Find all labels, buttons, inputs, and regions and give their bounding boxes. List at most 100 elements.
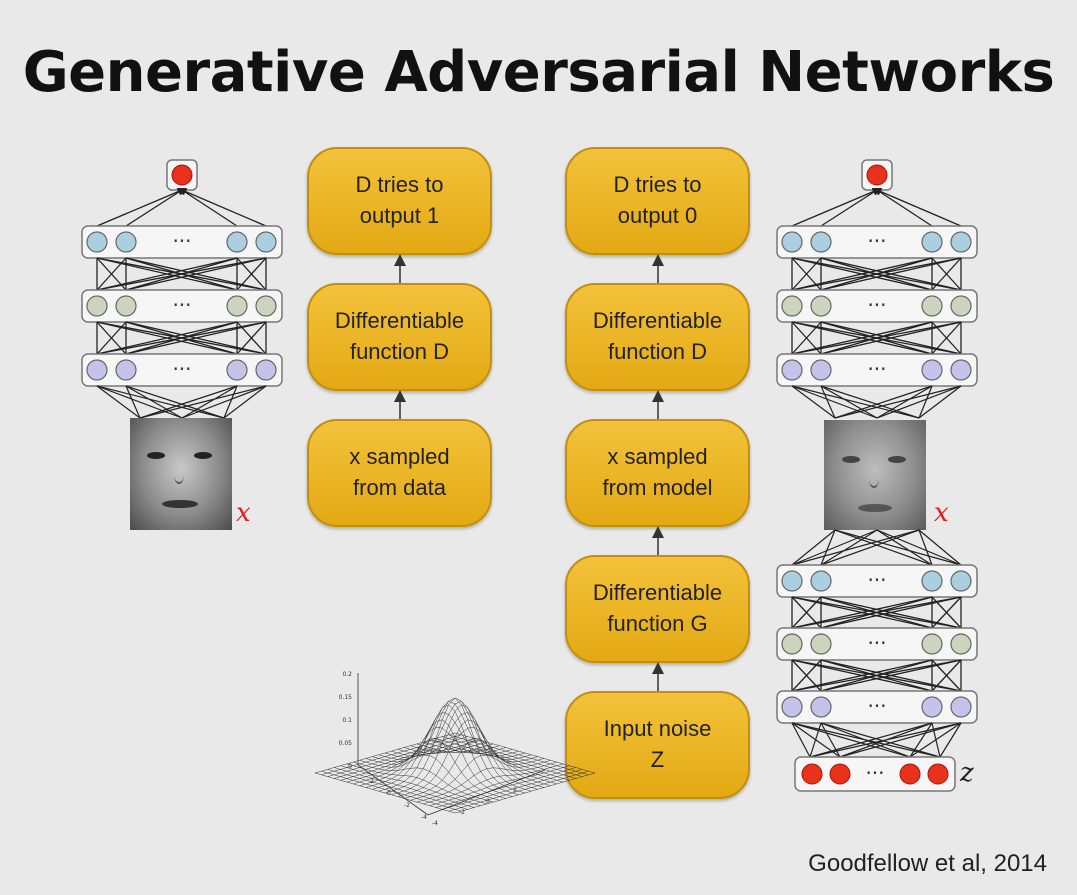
input-connections [791, 385, 962, 419]
layer-node [226, 359, 248, 381]
layer-node [115, 231, 137, 253]
box-differentiable-function-d-right: Differentiable function D [565, 283, 750, 391]
box-d-output-1: D tries to output 1 [307, 147, 492, 255]
layer-ellipsis: ··· [172, 293, 191, 317]
noise-node [899, 763, 921, 785]
generator-network: ··· ··· ··· ··· [776, 529, 978, 792]
noise-node [829, 763, 851, 785]
plot-y-tick: 0.15 [339, 694, 353, 701]
output-connections [96, 187, 267, 227]
layer-node [810, 696, 832, 718]
layer-node [810, 570, 832, 592]
layer-node [950, 295, 972, 317]
layer-node [810, 633, 832, 655]
label-x-left: x [236, 498, 251, 528]
output-connections [791, 529, 962, 566]
plot-x-tick: -2 [404, 802, 410, 809]
layer-node [950, 359, 972, 381]
face-nose [869, 470, 879, 488]
layer-node [810, 231, 832, 253]
layer-node [781, 359, 803, 381]
plot-x-tick: -4 [421, 814, 427, 821]
layer-node [115, 359, 137, 381]
layer-bottom: ··· [776, 353, 978, 387]
layer-ellipsis: ··· [867, 229, 886, 253]
noise-node [927, 763, 949, 785]
noise-node [801, 763, 823, 785]
layer-node [86, 295, 108, 317]
connections-bottom [791, 659, 962, 692]
connections-top [791, 257, 962, 291]
plot-y-tick: 0.2 [342, 671, 352, 678]
layer-node [115, 295, 137, 317]
layer-node [921, 359, 943, 381]
face-image-real [130, 418, 232, 530]
face-mouth [858, 504, 892, 512]
layer-node [781, 295, 803, 317]
layer-node [921, 295, 943, 317]
connections-top [791, 596, 962, 629]
page-title: Generative Adversarial Networks [22, 40, 1055, 105]
layer-ellipsis: ··· [172, 229, 191, 253]
output-node [171, 164, 193, 186]
layer-ellipsis: ··· [172, 357, 191, 381]
face-mouth [162, 500, 198, 508]
layer-node [226, 231, 248, 253]
noise-connections [791, 722, 962, 758]
connections-bottom [791, 321, 962, 355]
layer-node [810, 295, 832, 317]
plot-y2-tick: 2 [513, 787, 517, 794]
citation: Goodfellow et al, 2014 [808, 850, 1047, 877]
layer-top: ··· [776, 564, 978, 598]
layer-top: ··· [81, 225, 283, 259]
output-connections [791, 187, 962, 227]
layer-node [921, 231, 943, 253]
noise-ellipsis: ··· [865, 761, 884, 785]
face-eye-right [194, 452, 212, 459]
plot-y-tick: 0.1 [342, 717, 352, 724]
layer-node [950, 570, 972, 592]
connections-top [96, 257, 267, 291]
box-input-noise: Input noise Z [565, 691, 750, 799]
layer-node [921, 633, 943, 655]
layer-ellipsis: ··· [867, 357, 886, 381]
layer-node [921, 570, 943, 592]
discriminator-network-left: ··· ··· ··· [81, 159, 283, 419]
layer-middle: ··· [81, 289, 283, 323]
plot-y2-tick: 0 [486, 798, 490, 805]
box-differentiable-function-d-left: Differentiable function D [307, 283, 492, 391]
plot-x-tick: 2 [370, 778, 374, 785]
face-image-generated [824, 420, 926, 530]
box-x-sampled-from-data: x sampled from data [307, 419, 492, 527]
output-node [866, 164, 888, 186]
input-connections [96, 385, 267, 419]
plot-y2-tick: -4 [432, 820, 438, 827]
layer-middle: ··· [776, 289, 978, 323]
layer-node [86, 231, 108, 253]
layer-node [781, 570, 803, 592]
layer-ellipsis: ··· [867, 631, 886, 655]
layer-ellipsis: ··· [867, 293, 886, 317]
layer-node [781, 696, 803, 718]
layer-node [781, 231, 803, 253]
layer-ellipsis: ··· [867, 568, 886, 592]
layer-bottom: ··· [81, 353, 283, 387]
layer-ellipsis: ··· [867, 694, 886, 718]
layer-middle: ··· [776, 627, 978, 661]
face-eye-left [147, 452, 165, 459]
box-d-output-0: D tries to output 0 [565, 147, 750, 255]
layer-node [255, 359, 277, 381]
plot-y2-tick: -2 [459, 809, 465, 816]
layer-node [255, 231, 277, 253]
face-nose [174, 466, 184, 484]
layer-top: ··· [776, 225, 978, 259]
gaussian-surface [314, 697, 596, 814]
layer-node [950, 696, 972, 718]
box-x-sampled-from-model: x sampled from model [565, 419, 750, 527]
face-eye-left [842, 456, 860, 463]
layer-node [781, 633, 803, 655]
label-z: z [960, 758, 974, 788]
label-x-right: x [934, 498, 949, 528]
face-eye-right [888, 456, 906, 463]
